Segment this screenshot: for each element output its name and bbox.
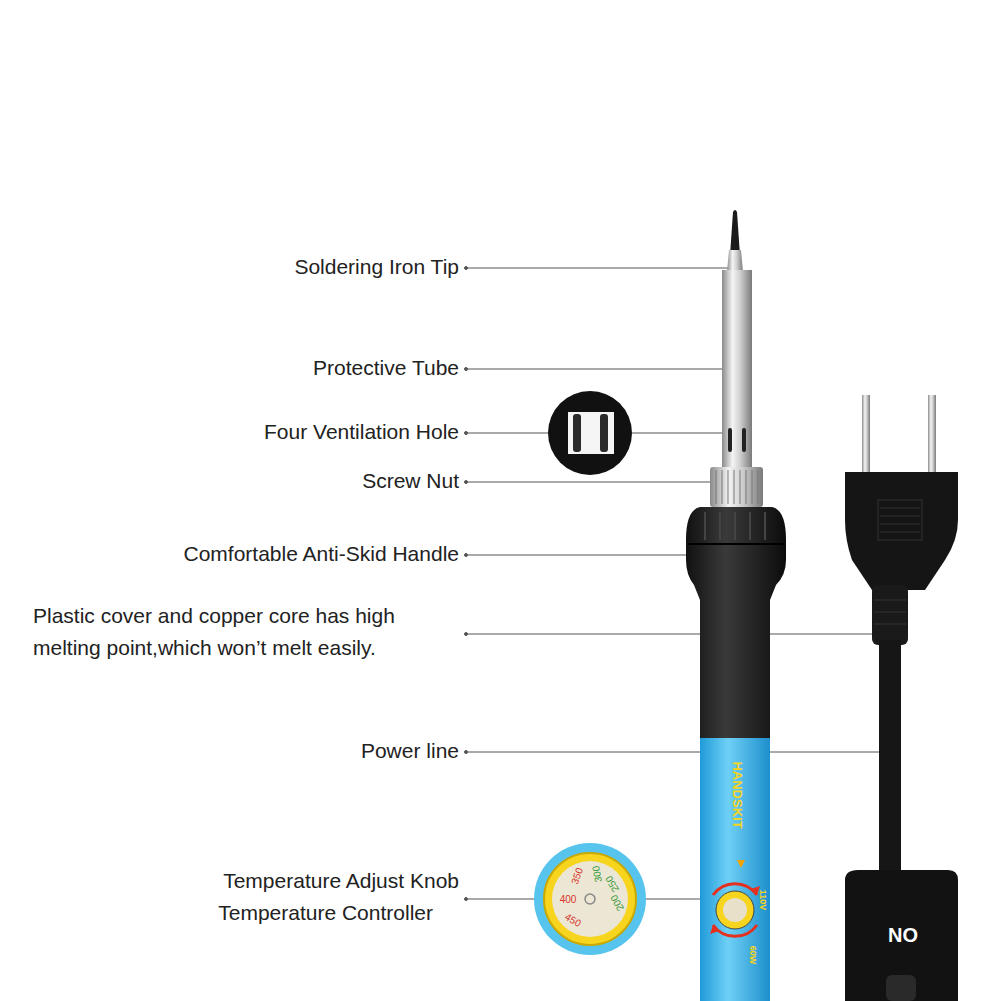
voltage-text: 110V	[757, 890, 767, 911]
dial-number: 350	[569, 866, 585, 885]
anti-skid-handle	[686, 507, 786, 740]
note-text: Plastic cover and copper core has high m…	[33, 600, 465, 664]
part-label: Power line	[361, 735, 459, 767]
power-plug	[845, 395, 958, 1001]
part-label: Four Ventilation Hole	[264, 416, 459, 448]
part-label: Soldering Iron Tip	[294, 251, 459, 283]
leader-lines	[465, 267, 881, 901]
dial-number: 450	[563, 911, 583, 929]
blue-body	[700, 738, 770, 1001]
part-label: Temperature Controller	[218, 897, 433, 929]
part-label: Comfortable Anti-Skid Handle	[184, 538, 459, 570]
part-label: Protective Tube	[313, 352, 459, 384]
part-label: Screw Nut	[362, 465, 459, 497]
protective-tube	[722, 270, 752, 470]
switch-text: NO	[888, 924, 918, 946]
dial-number: 300	[590, 865, 604, 883]
wattage-text: 60W	[747, 946, 757, 965]
dial-number: 250	[603, 874, 621, 894]
knob-inset	[534, 843, 646, 955]
dial-number: 200	[608, 893, 626, 913]
dial-number: 400	[560, 894, 577, 905]
vent-inset	[548, 391, 632, 475]
screw-nut	[710, 467, 763, 507]
brand-text: HANDSKIT	[730, 761, 744, 828]
part-label: Temperature Adjust Knob	[223, 865, 459, 897]
